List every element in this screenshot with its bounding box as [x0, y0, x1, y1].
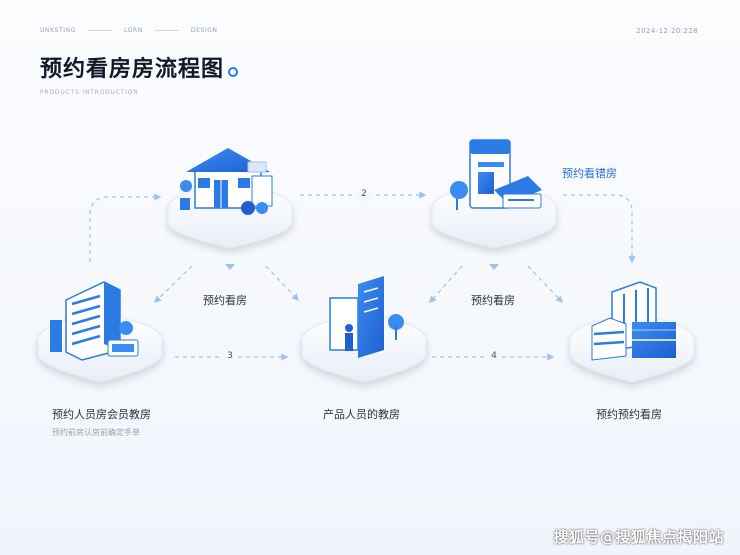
node-sublabel-office: 预约前房认房前确定手单 — [52, 428, 140, 437]
page-title: 预约看房房流程图 — [40, 51, 239, 83]
step-number-4: 4 — [491, 351, 497, 361]
step-number-3: 3 — [227, 351, 233, 361]
nav-divider — [154, 30, 179, 31]
nav-divider — [88, 30, 112, 31]
arrowhead-down-right — [489, 264, 499, 270]
edge-label-left: 预约看房 — [203, 294, 247, 307]
house-icon — [180, 148, 273, 215]
node-label-office: 预约人员房会员教房 — [52, 408, 151, 421]
step-number-2: 2 — [361, 189, 367, 199]
edge-label-right: 预约看房 — [471, 294, 515, 307]
step-badge-4 — [486, 349, 502, 365]
arrow-phone-to-blocks-diag — [527, 265, 563, 304]
arrowhead-down-left — [225, 264, 235, 270]
timestamp: 2024-12 20:228 — [636, 27, 698, 35]
page-subtitle: PRODUCTS INTRODUCTION — [40, 89, 139, 96]
node-label-phone: 预约看镨房 — [562, 167, 617, 180]
building-blocks-icon — [591, 281, 676, 361]
node-label-blocks: 预约预约看房 — [596, 408, 662, 421]
step-badge-3 — [222, 349, 238, 365]
phone-card-icon — [450, 139, 542, 210]
watermark-text: 搜狐号@搜狐焦点揭阳站 — [553, 528, 724, 546]
arrow-heads-small — [225, 264, 499, 270]
arrow-house-to-display — [265, 265, 299, 302]
step-badge-2 — [356, 187, 372, 203]
display-board-icon — [329, 276, 404, 358]
arrow-house-to-office — [153, 265, 193, 304]
nav-item[interactable]: UNKSTING — [40, 27, 76, 34]
page-title-text: 预约看房房流程图 — [40, 57, 225, 82]
arrow-connectors — [89, 191, 636, 361]
arrow-phone-to-display — [429, 265, 463, 304]
office-building-icon — [50, 281, 139, 361]
step-badges — [222, 187, 502, 365]
top-nav: UNKSTING LORN DESIGN — [40, 27, 218, 34]
nav-item[interactable]: LORN — [124, 27, 143, 34]
arrow-office-to-house — [89, 193, 162, 262]
node-label-display: 产品人员的教房 — [323, 408, 400, 421]
nav-item[interactable]: DESIGN — [190, 27, 218, 34]
arrow-phone-to-blocks — [563, 194, 636, 264]
title-dot-icon — [228, 67, 239, 77]
